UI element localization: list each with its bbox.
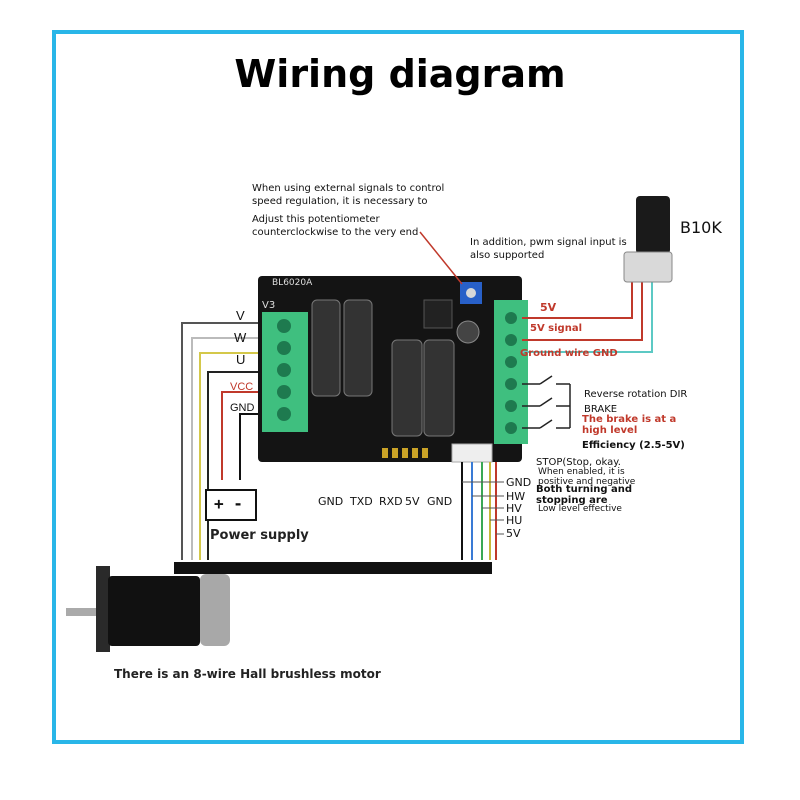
label-stop-note-2: positive and negative [538,477,636,487]
label-both-2: stopping are [536,495,608,506]
hall-wires [461,462,497,560]
label-brake-note-1: The brake is at a [582,414,677,425]
note-external-2: speed regulation, it is necessary to [252,196,428,207]
wire-vcc [221,391,262,480]
label-ground: Ground wire GND [520,348,618,359]
hall-connector [451,443,493,463]
left-terminal-screws [277,319,291,421]
pot-body [623,251,673,283]
wire-w [191,337,262,560]
label-brake: BRAKE [584,404,618,415]
terminal-v-label: V [236,308,245,323]
diagram-frame [52,30,744,744]
label-brake-note-2: high level [582,425,638,436]
hall-pin-hw: HW [506,490,526,503]
label-efficiency: Efficiency (2.5-5V) [582,440,685,451]
serial-pin-5v: 5V [405,495,420,508]
serial-pin-txd: TXD [350,495,373,508]
label-stop: STOP(Stop, okay. [536,457,621,468]
capacitor-1 [311,299,341,397]
motor-phase-wires [181,322,262,560]
wire-v [181,322,262,560]
right-terminal-screws [505,312,517,434]
hall-pin-5v: 5V [506,527,521,540]
capacitor-3 [391,339,423,437]
serial-pin-gnd-2: GND [427,495,453,508]
hall-pin-hv: HV [506,502,522,515]
inductor [423,299,453,329]
note-external-1: When using external signals to control [252,183,445,194]
wire-pot-signal [522,282,643,341]
label-stop-note-1: When enabled, it is [538,467,625,477]
terminal-vcc-label: VCC [230,381,254,393]
battery-symbol: + - [214,494,243,513]
capacitor-4 [423,339,455,437]
label-both-1: Both turning and [536,484,633,495]
wire-gnd [239,413,262,480]
battery-icon [205,489,257,521]
control-switches [522,375,571,429]
label-dir: Reverse rotation DIR [584,389,688,400]
note-adjust-1: Adjust this potentiometer [252,214,380,225]
capacitor-2 [343,299,373,397]
note-pwm-2: also supported [470,250,545,261]
label-low-level: Low level effective [538,504,622,514]
wire-pot-5v [522,282,633,319]
hall-pin-hu: HU [506,514,523,527]
hall-pin-leaders [462,481,504,535]
label-signal: 5V signal [530,323,583,334]
note-arrow [419,231,463,285]
motor-caption: There is an 8-wire Hall brushless motor [114,667,381,681]
terminal-w-label: W [234,330,247,345]
wire-u [199,352,262,560]
note-adjust-2: counterclockwise to the very end [252,227,419,238]
terminal-gnd-label: GND [230,402,255,414]
cable-bundle [174,562,492,574]
terminal-u-label: U [236,352,246,367]
small-capacitor [456,320,480,344]
board-version: V3 [262,300,276,311]
motor-icon [66,566,230,652]
hall-pin-gnd: GND [506,476,532,489]
serial-pin-rxd: RXD [379,495,403,508]
board-model: BL6020A [272,278,313,288]
serial-header [382,448,428,458]
power-supply-label: Power supply [210,528,309,543]
serial-pin-gnd: GND [318,495,344,508]
wire-pot-gnd [522,282,653,353]
label-5v: 5V [540,301,557,314]
pot-knob [636,196,670,254]
note-pwm-1: In addition, pwm signal input is [470,237,627,248]
pot-label: B10K [680,218,722,237]
page-title: Wiring diagram [234,52,566,96]
